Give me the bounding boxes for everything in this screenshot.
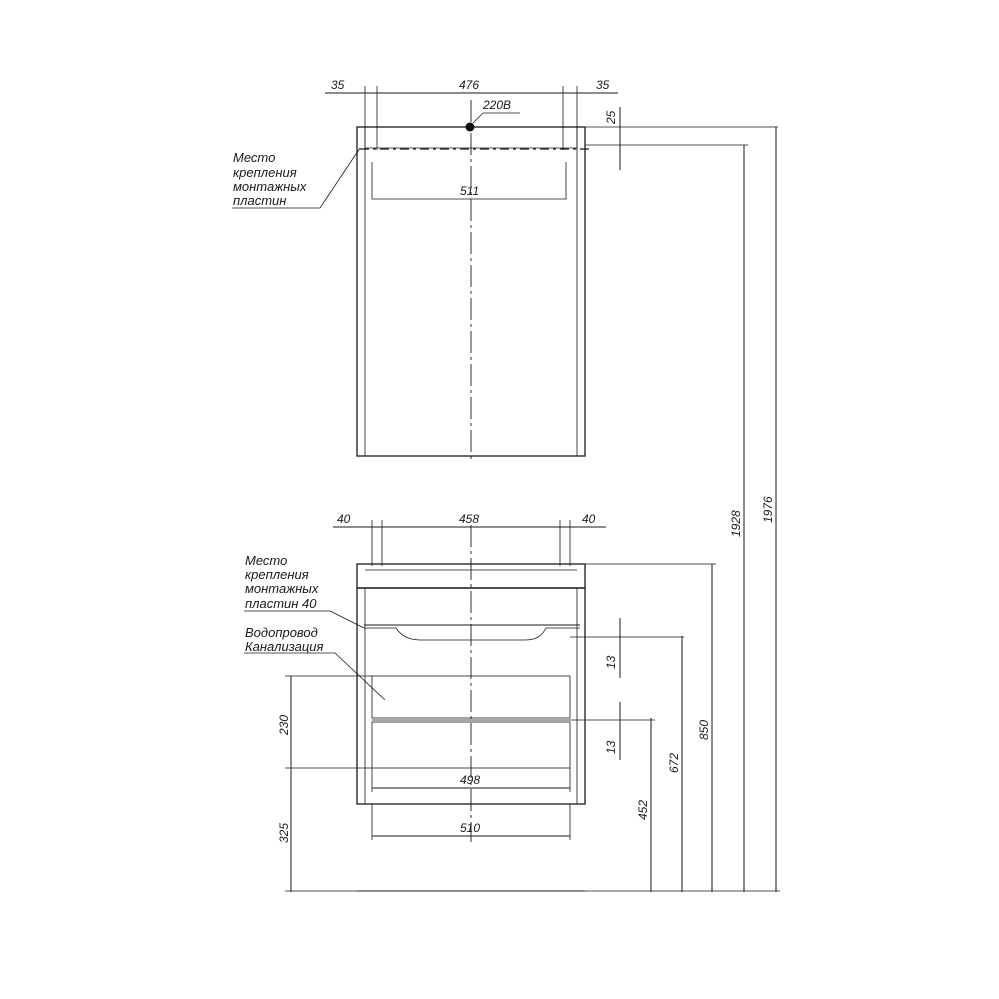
dim-pipe-height: 325 <box>277 823 291 843</box>
dim-mirror-top: 25 <box>604 110 618 125</box>
drawer-width-dimension: 498 <box>371 768 571 792</box>
pipe-height-dimensions: 230 325 <box>277 675 372 892</box>
vanity-mounting-note: Место крепления монтажных пластин 40 <box>244 553 365 629</box>
dim-height-1976: 1976 <box>761 496 775 523</box>
gap-dimensions: 13 13 <box>570 618 684 760</box>
mirror-note-line-2: крепления <box>233 165 297 180</box>
dim-mirror-left: 35 <box>331 78 345 92</box>
mirror-top-offset: 25 <box>585 107 778 170</box>
pipes-note: Водопровод Канализация <box>244 625 386 701</box>
dim-height-672: 672 <box>667 753 681 773</box>
mirror-note-line-1: Место <box>233 150 275 165</box>
mirror-note-line-3: монтажных <box>233 179 307 194</box>
vanity-note-line-4: пластин 40 <box>245 596 317 611</box>
dim-mirror-inner: 511 <box>460 184 479 198</box>
dim-vanity-right: 40 <box>582 512 596 526</box>
pipes-note-sewer: Канализация <box>245 639 323 654</box>
pipes-note-water: Водопровод <box>245 625 318 640</box>
mirror-mounting-note: Место крепления монтажных пластин <box>232 147 361 209</box>
dim-gap-upper: 13 <box>604 655 618 669</box>
voltage-label: 220В <box>482 98 511 112</box>
dim-pipe-zone: 230 <box>277 715 291 736</box>
mirror-width-dimension: 35 476 35 511 <box>325 78 618 198</box>
vanity-width-dimension: 40 458 40 <box>333 512 606 566</box>
height-dimensions: 452 672 850 1928 1976 <box>585 127 780 892</box>
vanity-note-line-2: крепления <box>245 567 309 582</box>
dim-height-452: 452 <box>636 800 650 820</box>
vanity-note-line-1: Место <box>245 553 287 568</box>
dim-height-850: 850 <box>697 720 711 740</box>
dim-height-1928: 1928 <box>729 510 743 537</box>
dim-base-width: 510 <box>460 821 480 835</box>
dim-gap-lower: 13 <box>604 740 618 754</box>
dim-vanity-left: 40 <box>337 512 351 526</box>
dim-mirror-right: 35 <box>596 78 610 92</box>
mirror-cabinet <box>356 100 590 462</box>
base-width-dimension: 510 <box>371 804 571 840</box>
dim-drawer-width: 498 <box>460 773 480 787</box>
vanity-note-line-3: монтажных <box>245 581 319 596</box>
mirror-note-line-4: пластин <box>233 193 286 208</box>
outlet-220v: 220В <box>465 98 520 132</box>
dim-vanity-center: 458 <box>459 512 479 526</box>
dim-mirror-center: 476 <box>459 78 479 92</box>
